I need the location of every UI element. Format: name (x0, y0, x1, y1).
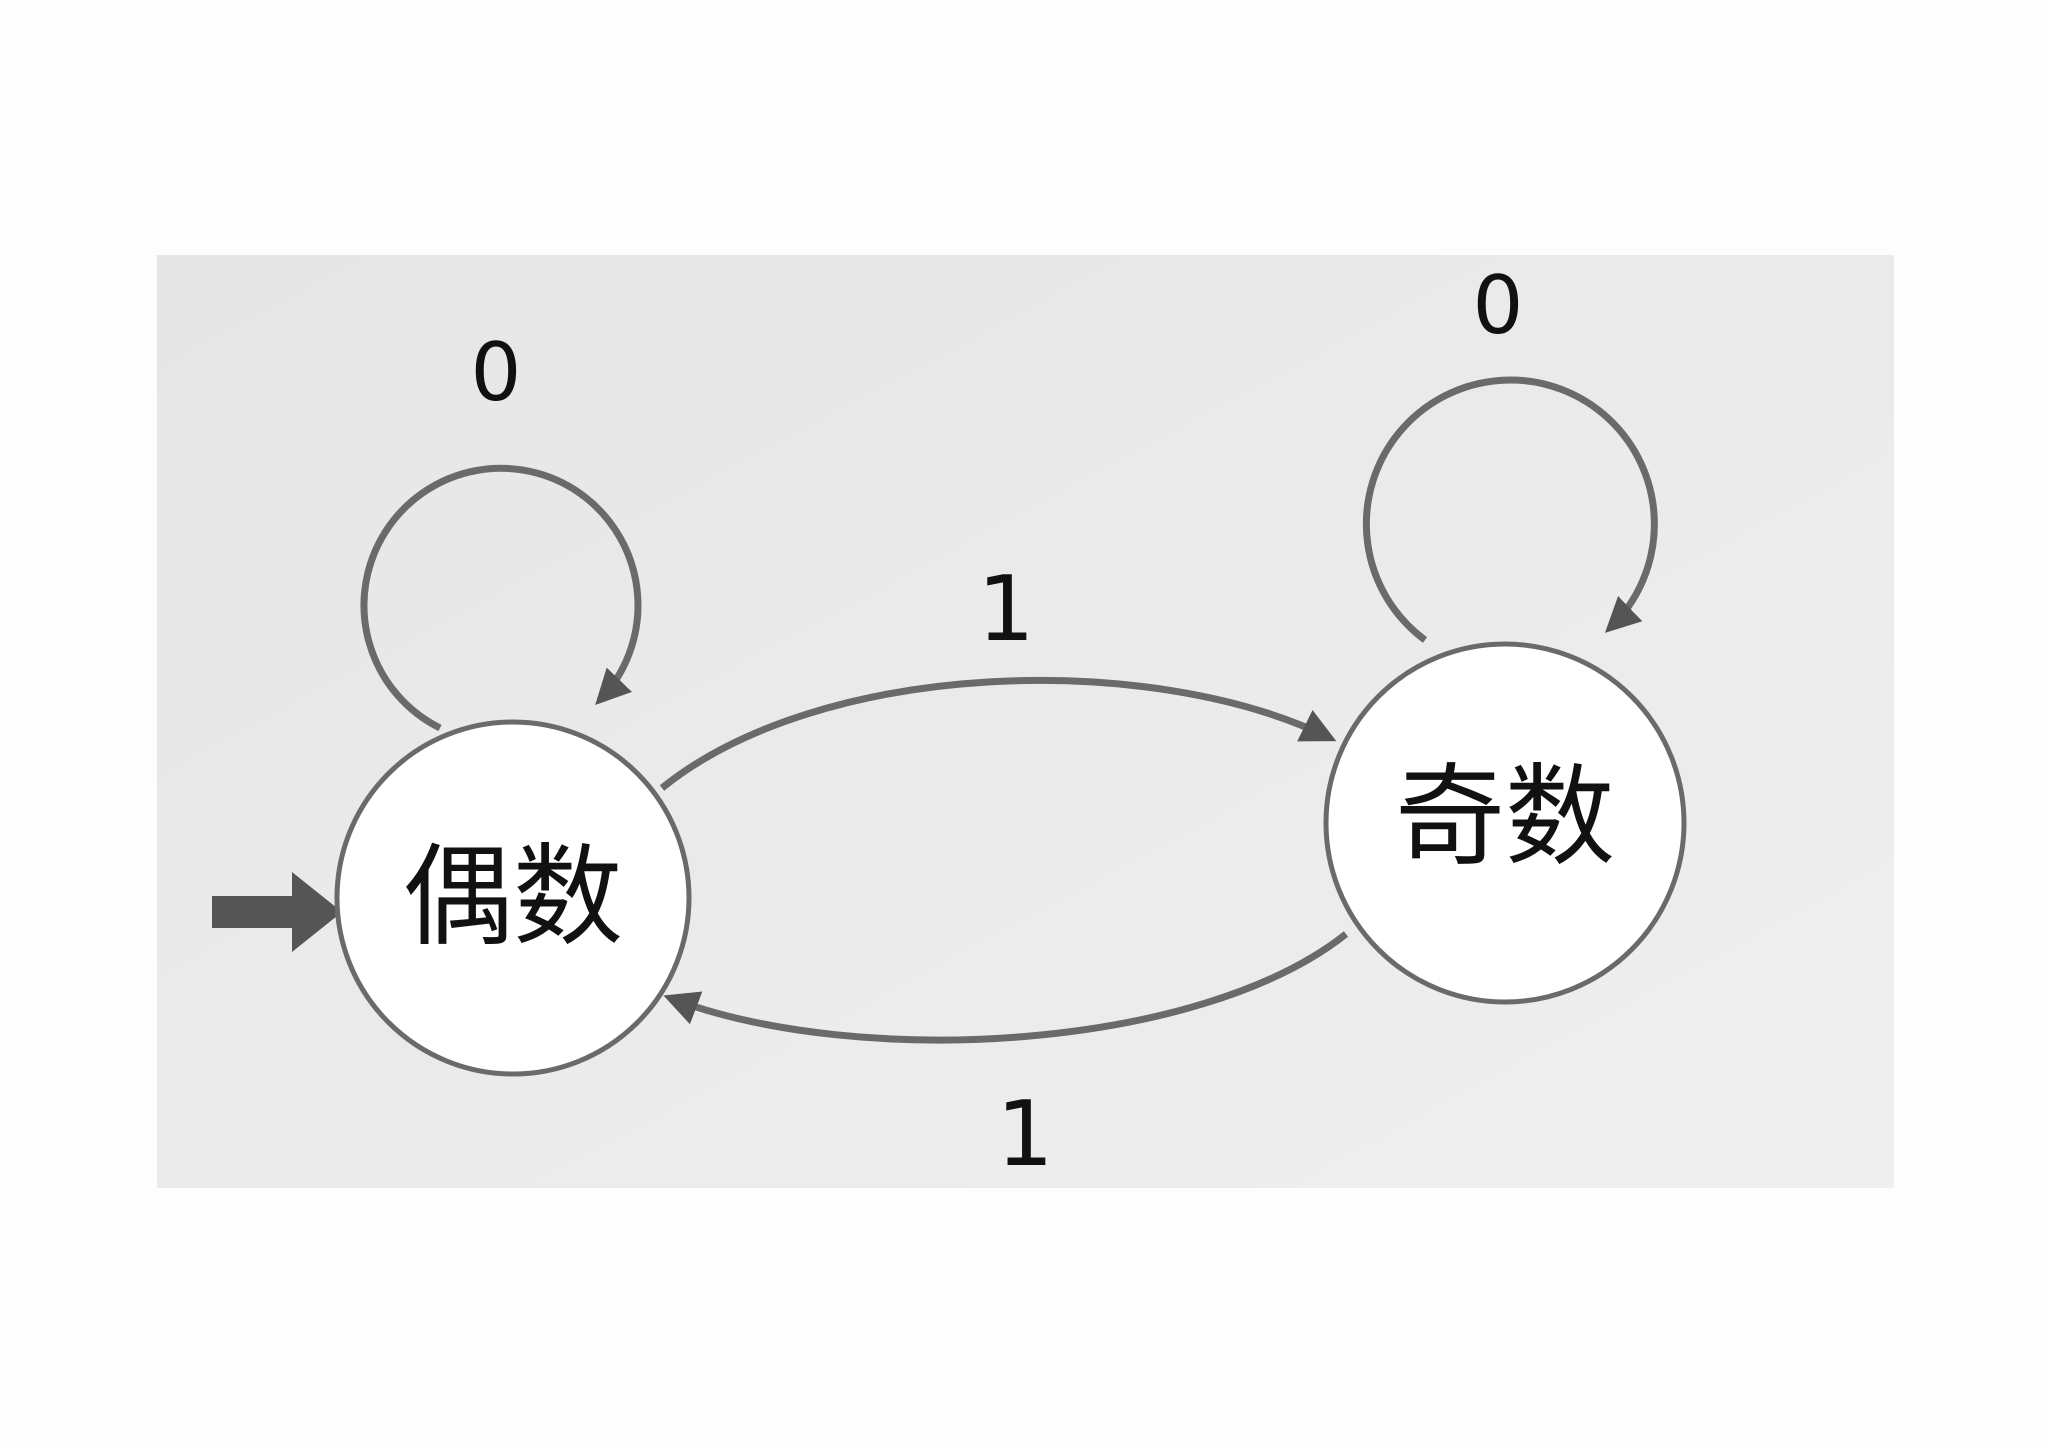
state-even (334, 719, 692, 1077)
label-odd-to-even: 1 (996, 1082, 1053, 1187)
label-odd-self: 0 (1473, 259, 1524, 352)
self-loop-odd (1362, 376, 1658, 643)
state-odd (1323, 641, 1687, 1005)
label-even-self: 0 (471, 326, 522, 419)
state-even-label: 偶数 (403, 833, 623, 961)
state-odd-label: 奇数 (1395, 753, 1615, 881)
transition-odd-to-even (663, 931, 1349, 1044)
self-loop-even (360, 464, 642, 732)
label-even-to-odd: 1 (977, 557, 1034, 662)
start-arrow-icon (212, 872, 342, 952)
transition-even-to-odd (659, 676, 1337, 791)
